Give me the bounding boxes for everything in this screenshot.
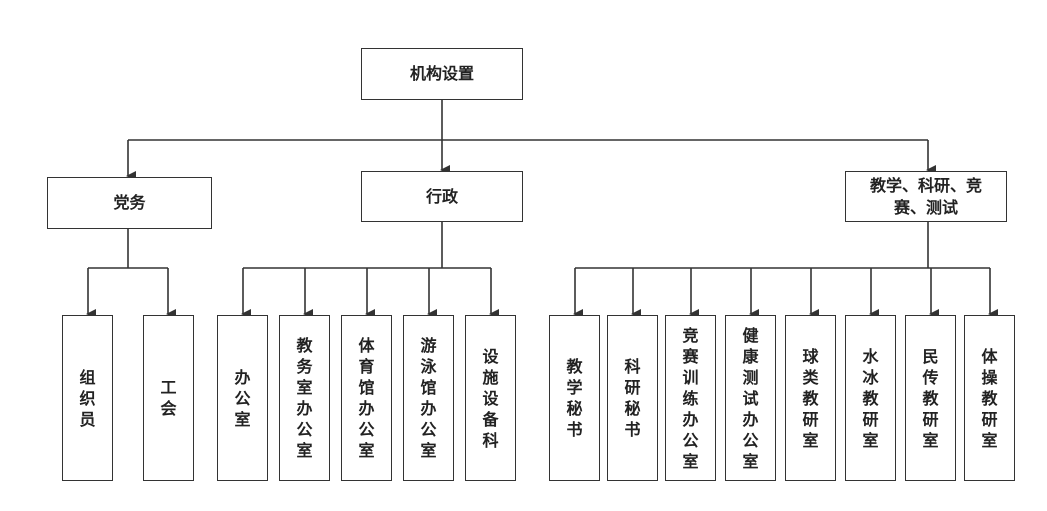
leaf-label: 球类教研室 bbox=[802, 346, 819, 450]
leaf-gym-office: 体育馆办公室 bbox=[341, 315, 392, 481]
leaf-pool-office: 游泳馆办公室 bbox=[403, 315, 454, 481]
root-label: 机构设置 bbox=[409, 64, 474, 83]
leaf-label: 竞赛训练办公室 bbox=[682, 325, 699, 471]
leaf-office: 办公室 bbox=[217, 315, 268, 481]
leaf-label: 办公室 bbox=[234, 367, 251, 429]
dept-admin-node: 行政 bbox=[361, 171, 523, 222]
leaf-label: 体育馆办公室 bbox=[358, 336, 375, 460]
root-node: 机构设置 bbox=[361, 48, 523, 100]
leaf-label: 科研秘书 bbox=[624, 357, 641, 439]
leaf-label: 健康测试办公室 bbox=[742, 325, 759, 471]
leaf-competition-office: 竞赛训练办公室 bbox=[665, 315, 716, 481]
dept-party-label: 党务 bbox=[113, 193, 146, 212]
leaf-organizer: 组织员 bbox=[62, 315, 113, 481]
dept-party-node: 党务 bbox=[47, 177, 212, 229]
dept-admin-label: 行政 bbox=[425, 186, 458, 206]
dept-teaching-label: 教学、科研、竞赛、测试 bbox=[870, 175, 983, 217]
leaf-traditional: 民传教研室 bbox=[905, 315, 956, 481]
leaf-label: 民传教研室 bbox=[922, 346, 939, 450]
leaf-label: 体操教研室 bbox=[981, 346, 998, 450]
leaf-teaching-secretary: 教学秘书 bbox=[549, 315, 600, 481]
leaf-gymnastics: 体操教研室 bbox=[964, 315, 1015, 481]
leaf-label: 教务室办公室 bbox=[296, 336, 313, 460]
leaf-ball-sports: 球类教研室 bbox=[785, 315, 836, 481]
dept-teaching-node: 教学、科研、竞赛、测试 bbox=[845, 171, 1007, 222]
leaf-water-ice: 水冰教研室 bbox=[845, 315, 896, 481]
leaf-academic-office: 教务室办公室 bbox=[279, 315, 330, 481]
leaf-research-secretary: 科研秘书 bbox=[607, 315, 658, 481]
leaf-label: 工会 bbox=[160, 378, 177, 418]
leaf-label: 水冰教研室 bbox=[862, 346, 879, 450]
leaf-label: 设施设备科 bbox=[482, 346, 499, 450]
leaf-label: 游泳馆办公室 bbox=[420, 336, 437, 460]
leaf-label: 教学秘书 bbox=[566, 357, 583, 439]
leaf-health-test-office: 健康测试办公室 bbox=[725, 315, 776, 481]
leaf-union: 工会 bbox=[143, 315, 194, 481]
leaf-facilities: 设施设备科 bbox=[465, 315, 516, 481]
leaf-label: 组织员 bbox=[79, 367, 96, 429]
